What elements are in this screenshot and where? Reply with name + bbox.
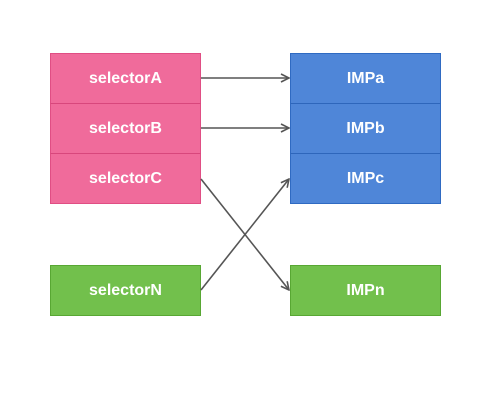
arrow-c-to-imp-n	[200, 178, 289, 290]
imp-b-box: IMPb	[290, 103, 441, 154]
selector-c-box: selectorC	[50, 153, 201, 204]
selector-n-box: selectorN	[50, 265, 201, 316]
imp-c-label: IMPc	[346, 169, 385, 187]
selector-b-box: selectorB	[50, 103, 201, 154]
selector-n-label: selectorN	[89, 281, 162, 299]
selector-a-box: selectorA	[50, 53, 201, 104]
imp-n-box: IMPn	[290, 265, 441, 316]
imp-a-label: IMPa	[346, 69, 385, 87]
arrow-n-to-imp-c	[200, 179, 289, 291]
selector-c-label: selectorC	[89, 169, 162, 187]
imp-n-label: IMPn	[346, 281, 385, 299]
imp-b-label: IMPb	[346, 119, 385, 137]
selector-b-label: selectorB	[89, 119, 162, 137]
imp-c-box: IMPc	[290, 153, 441, 204]
imp-a-box: IMPa	[290, 53, 441, 104]
selector-a-label: selectorA	[89, 69, 162, 87]
